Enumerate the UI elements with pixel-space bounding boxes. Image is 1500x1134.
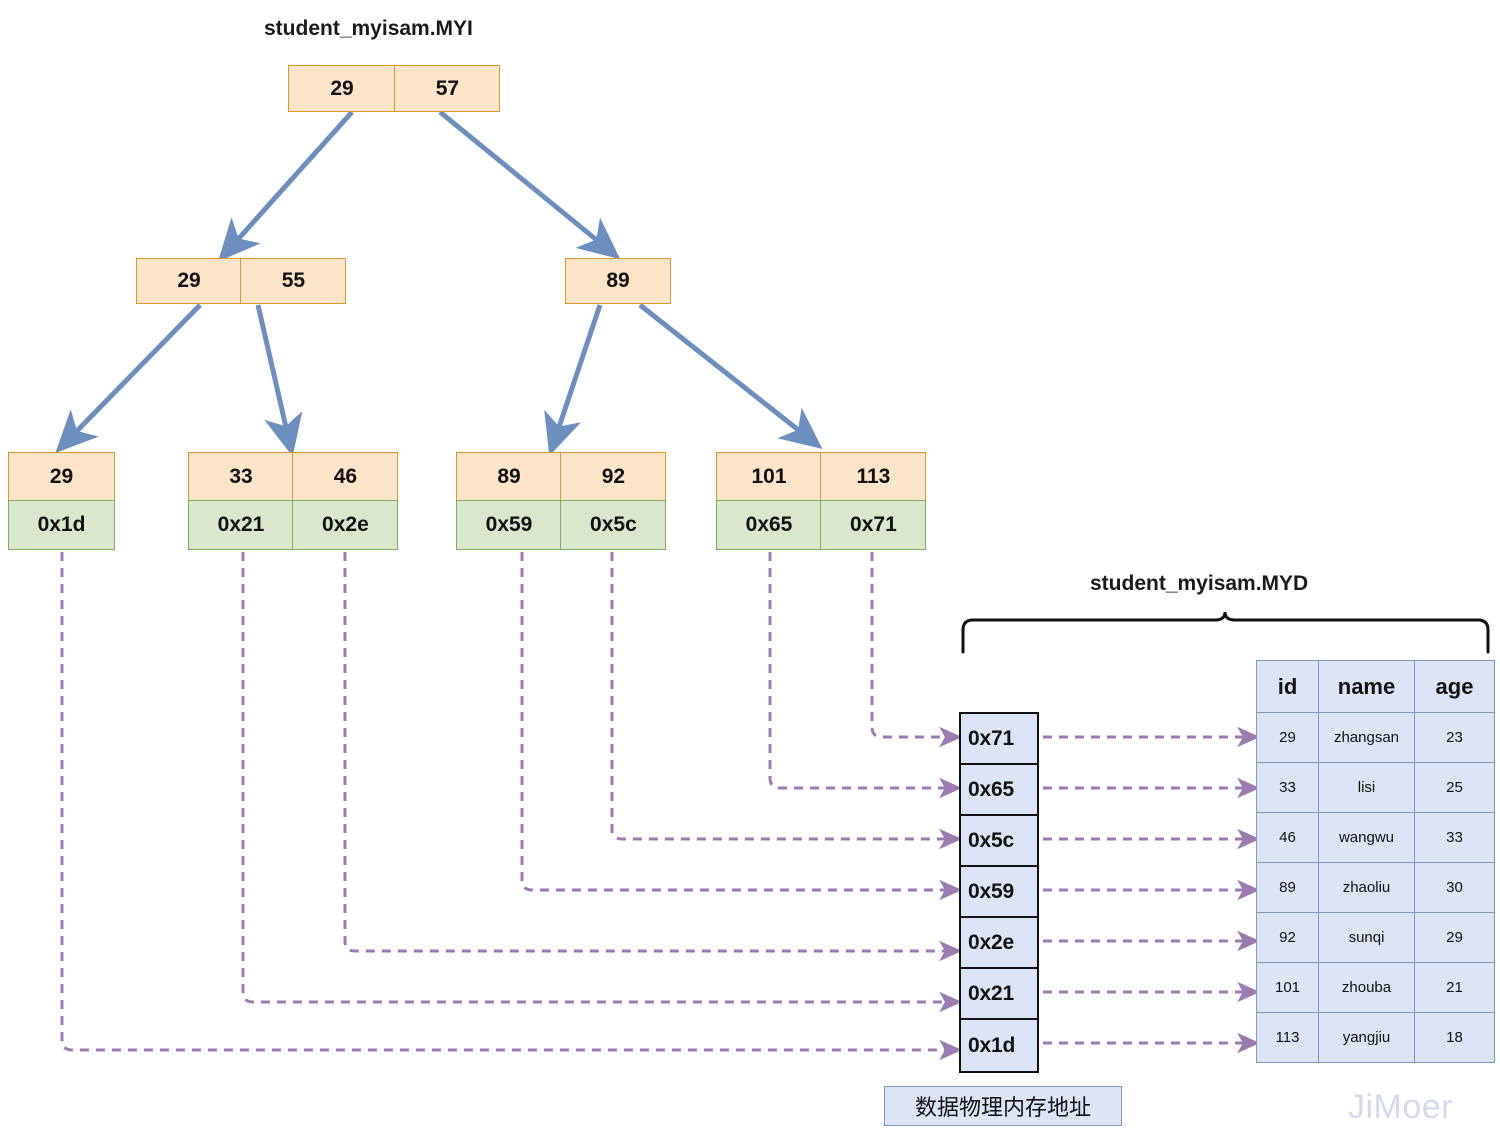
cell-name: sunqi (1318, 912, 1415, 963)
leaf0-key-row: 29 (8, 452, 115, 502)
table-row[interactable]: 92 sunqi 29 (1256, 912, 1495, 963)
root-key-1[interactable]: 57 (394, 65, 501, 112)
leaf3-key-1[interactable]: 113 (820, 452, 927, 502)
leaf1-key-0[interactable]: 33 (188, 452, 294, 502)
table-row[interactable]: 46 wangwu 33 (1256, 812, 1495, 863)
table-row[interactable]: 89 zhaoliu 30 (1256, 862, 1495, 913)
cell-name: lisi (1318, 762, 1415, 813)
cell-name: yangjiu (1318, 1012, 1415, 1063)
link-0x59 (520, 552, 963, 901)
leaf2-key-row: 89 92 (456, 452, 667, 502)
column-header-name: name (1318, 660, 1415, 713)
address-cell-0[interactable]: 0x71 (961, 714, 1037, 765)
cell-id: 92 (1256, 912, 1319, 963)
table-row[interactable]: 33 lisi 25 (1256, 762, 1495, 813)
link-0x2e (343, 552, 963, 962)
column-header-id: id (1256, 660, 1319, 713)
cell-age: 33 (1414, 812, 1495, 863)
cell-age: 18 (1414, 1012, 1495, 1063)
root-key-0[interactable]: 29 (288, 65, 396, 112)
leaf0-pointer-row: 0x1d (8, 500, 115, 551)
cell-age: 21 (1414, 962, 1495, 1013)
physical-address-column[interactable]: 0x71 0x65 0x5c 0x59 0x2e 0x21 0x1d (959, 712, 1039, 1073)
btree-internal-node-1[interactable]: 89 (565, 258, 671, 304)
leaf1-pointer-1[interactable]: 0x2e (292, 500, 399, 551)
link-0x71 (870, 552, 963, 748)
leaf2-pointer-1[interactable]: 0x5c (560, 500, 667, 551)
leaf2-pointer-row: 0x59 0x5c (456, 500, 667, 551)
leaf3-pointer-0[interactable]: 0x65 (716, 500, 822, 551)
link-0x1d (60, 552, 963, 1061)
leaf3-key-row: 101 113 (716, 452, 927, 502)
leaf3-pointer-1[interactable]: 0x71 (820, 500, 927, 551)
cell-id: 113 (1256, 1012, 1319, 1063)
table-header-row: id name age (1256, 660, 1495, 713)
index-file-title: student_myisam.MYI (264, 17, 473, 40)
cell-age: 29 (1414, 912, 1495, 963)
btree-leaf-node-3[interactable]: 101 113 0x65 0x71 (716, 452, 927, 551)
watermark: JiMoer (1348, 1088, 1454, 1126)
leaf1-key-row: 33 46 (188, 452, 399, 502)
address-cell-5[interactable]: 0x21 (961, 969, 1037, 1020)
cell-name: zhouba (1318, 962, 1415, 1013)
btree-internal-node-0[interactable]: 29 55 (136, 258, 347, 304)
cell-id: 46 (1256, 812, 1319, 863)
internal1-key-0[interactable]: 89 (565, 258, 671, 304)
link-0x21 (241, 552, 963, 1013)
link-0x5c (610, 552, 963, 850)
leaf1-pointer-row: 0x21 0x2e (188, 500, 399, 551)
leaf0-pointer-0[interactable]: 0x1d (8, 500, 115, 551)
cell-name: wangwu (1318, 812, 1415, 863)
btree-leaf-node-0[interactable]: 29 0x1d (8, 452, 115, 551)
btree-root-node[interactable]: 29 57 (288, 65, 501, 112)
table-row[interactable]: 29 zhangsan 23 (1256, 712, 1495, 763)
leaf0-key-0[interactable]: 29 (8, 452, 115, 502)
leaf2-key-1[interactable]: 92 (560, 452, 667, 502)
link-0x65 (768, 552, 963, 799)
leaf2-pointer-0[interactable]: 0x59 (456, 500, 562, 551)
address-cell-6[interactable]: 0x1d (961, 1020, 1037, 1071)
address-cell-1[interactable]: 0x65 (961, 765, 1037, 816)
leaf1-pointer-0[interactable]: 0x21 (188, 500, 294, 551)
btree-leaf-node-1[interactable]: 33 46 0x21 0x2e (188, 452, 399, 551)
cell-age: 23 (1414, 712, 1495, 763)
address-cell-2[interactable]: 0x5c (961, 816, 1037, 867)
leaf1-key-1[interactable]: 46 (292, 452, 399, 502)
leaf2-key-0[interactable]: 89 (456, 452, 562, 502)
cell-id: 33 (1256, 762, 1319, 813)
address-cell-3[interactable]: 0x59 (961, 867, 1037, 918)
cell-id: 101 (1256, 962, 1319, 1013)
address-column-caption: 数据物理内存地址 (884, 1086, 1122, 1126)
cell-id: 29 (1256, 712, 1319, 763)
data-file-title: student_myisam.MYD (1090, 572, 1309, 595)
internal0-key-0[interactable]: 29 (136, 258, 242, 304)
cell-age: 30 (1414, 862, 1495, 913)
table-row[interactable]: 101 zhouba 21 (1256, 962, 1495, 1013)
column-header-age: age (1414, 660, 1495, 713)
leaf3-key-0[interactable]: 101 (716, 452, 822, 502)
internal0-key-1[interactable]: 55 (240, 258, 347, 304)
cell-name: zhangsan (1318, 712, 1415, 763)
cell-age: 25 (1414, 762, 1495, 813)
table-row[interactable]: 113 yangjiu 18 (1256, 1012, 1495, 1063)
cell-id: 89 (1256, 862, 1319, 913)
address-cell-4[interactable]: 0x2e (961, 918, 1037, 969)
cell-name: zhaoliu (1318, 862, 1415, 913)
leaf3-pointer-row: 0x65 0x71 (716, 500, 927, 551)
btree-leaf-node-2[interactable]: 89 92 0x59 0x5c (456, 452, 667, 551)
data-records-table[interactable]: id name age 29 zhangsan 23 33 lisi 25 46… (1256, 660, 1495, 1063)
